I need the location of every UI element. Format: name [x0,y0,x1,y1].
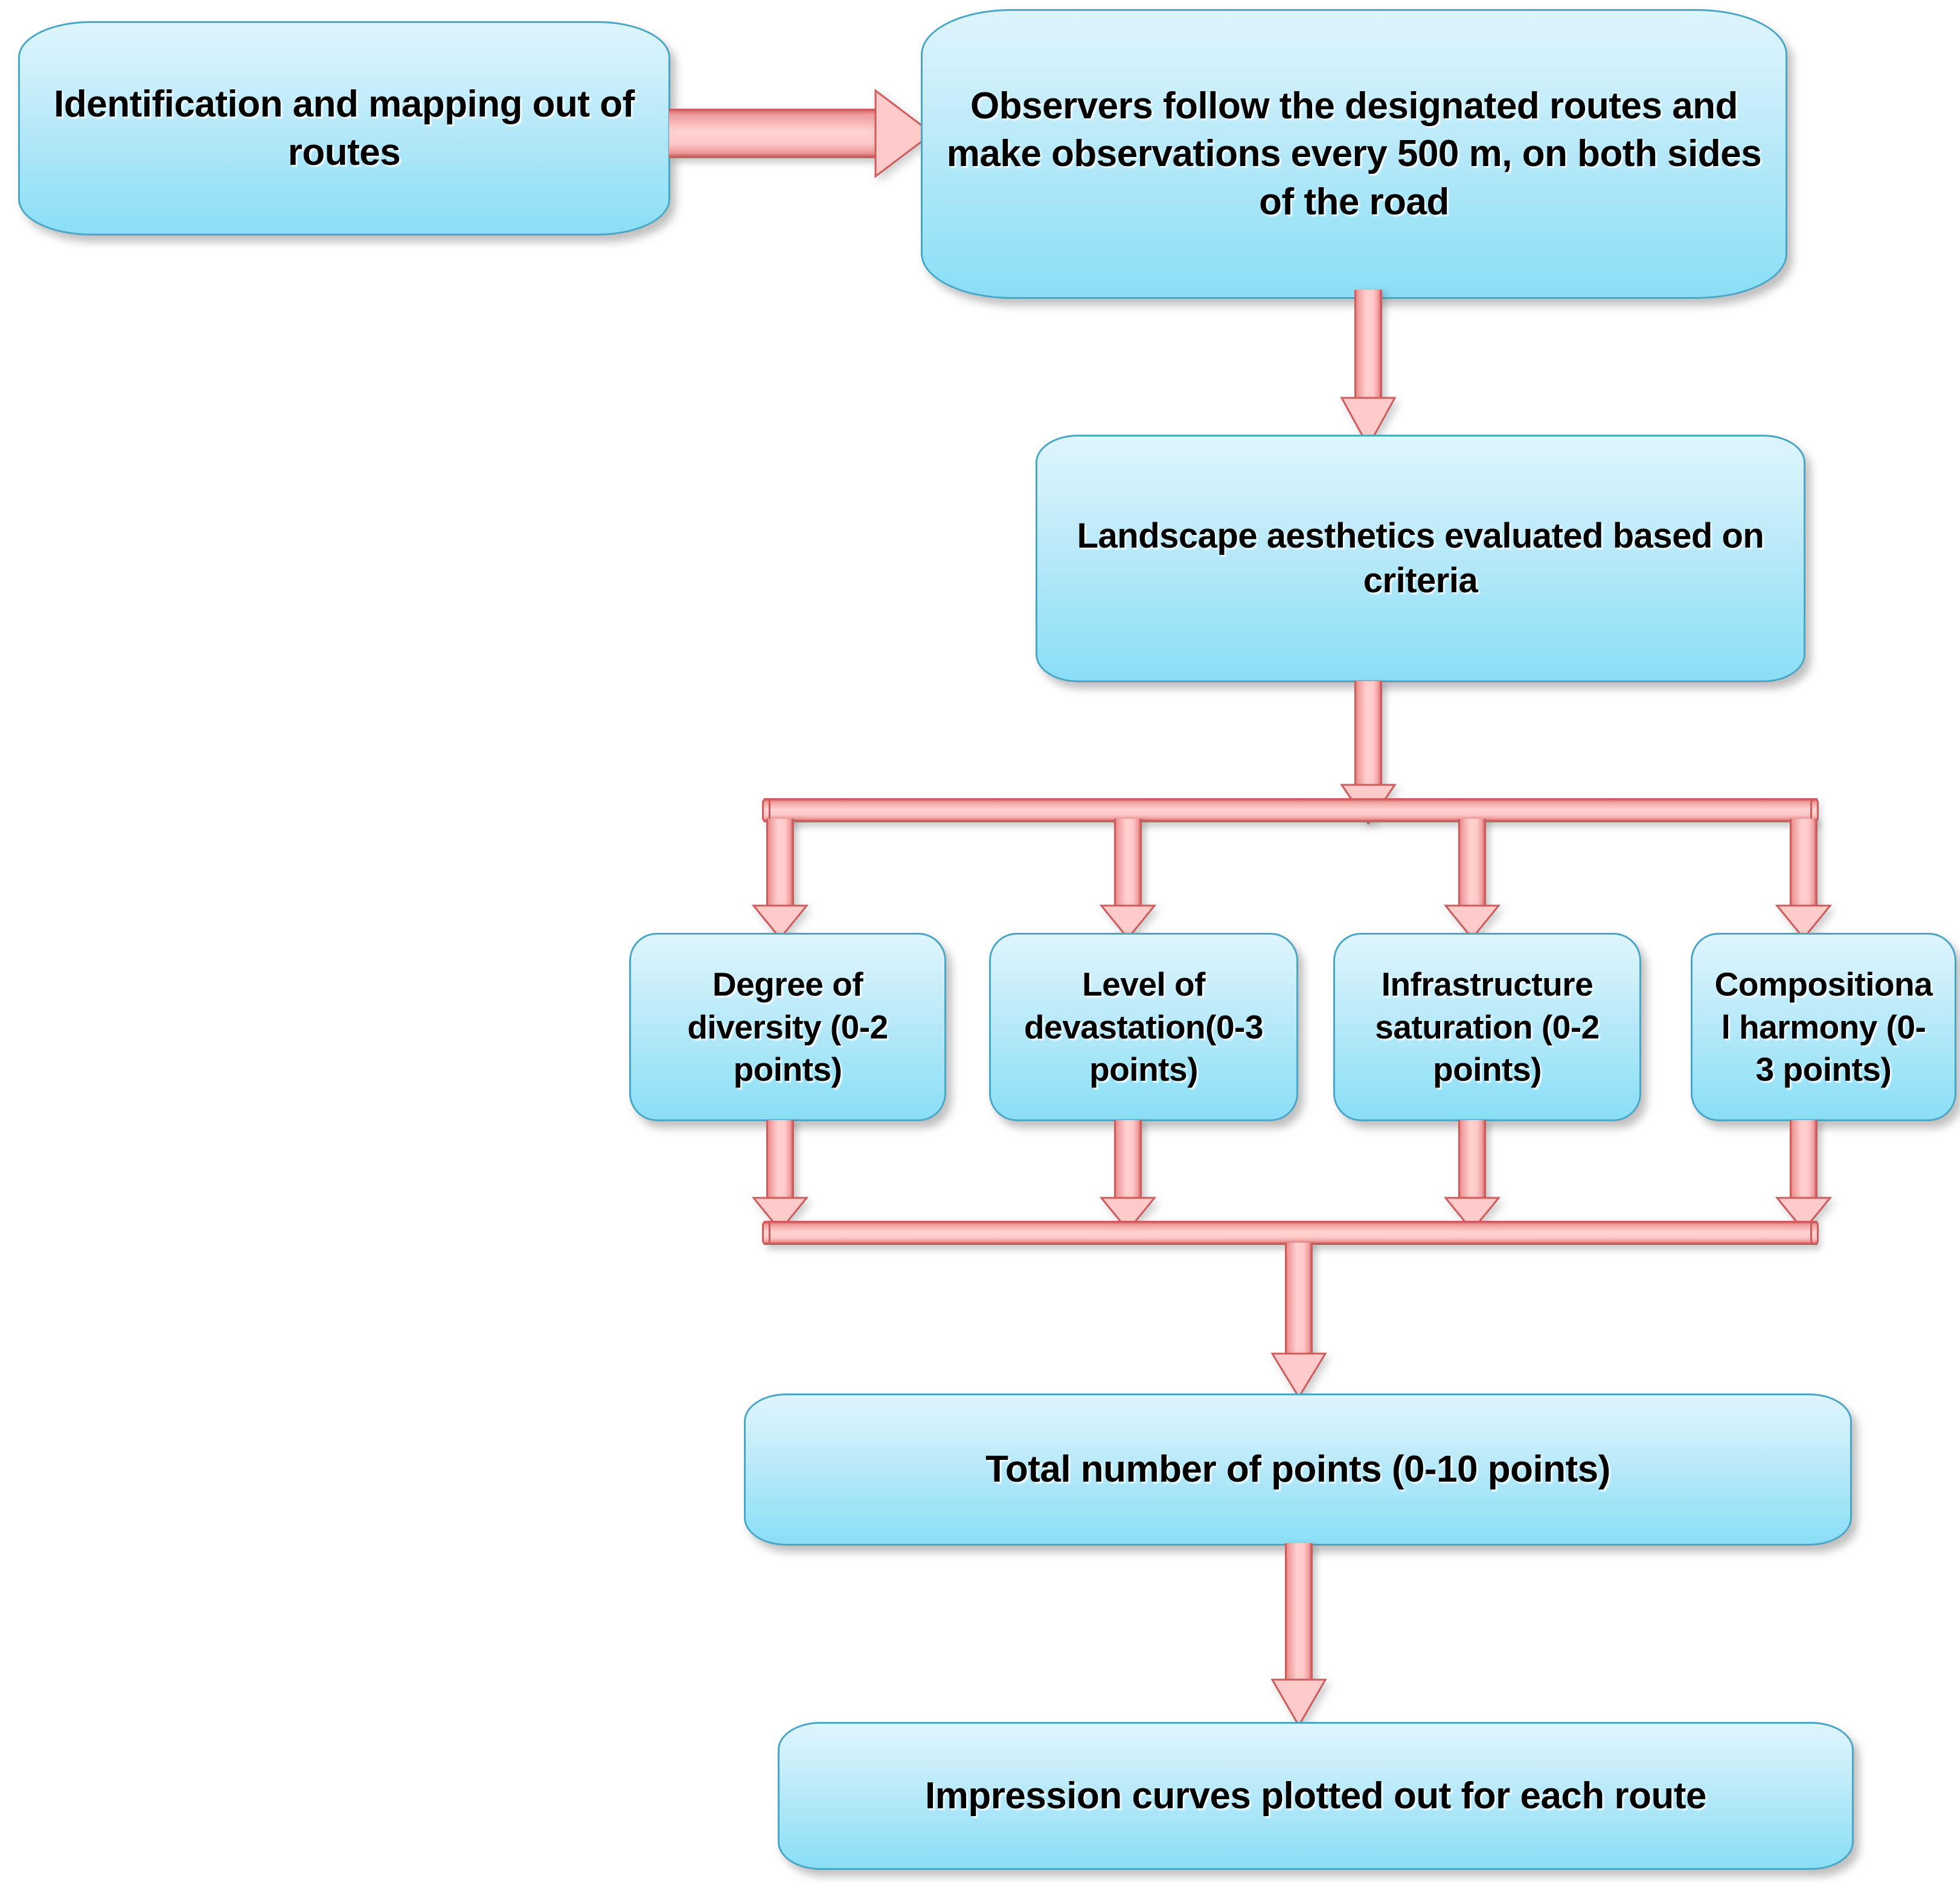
node-landscape-aesthetics[interactable]: Landscape aesthetics evaluated based on … [1036,435,1805,682]
edge-n1-n2-arrowhead [874,86,935,181]
edge-n3-c3-shaft [1458,819,1486,909]
edge-n3-c4-arrowhead [1775,903,1833,941]
edge-merge-bar-left-cap [762,1221,770,1245]
edge-merge-bar-right-cap [1810,1221,1819,1245]
node-degree-of-diversity[interactable]: Degree of diversity (0-2 points) [629,933,946,1121]
node-level-of-devastation[interactable]: Level of devastation(0-3 points) [989,933,1298,1121]
edge-c4-merge-arrowhead [1775,1195,1833,1233]
edge-n3-c2-arrowhead [1099,903,1157,941]
edge-c2-merge-arrowhead [1099,1195,1157,1233]
node-compositional-harmony[interactable]: Compositiona l harmony (0- 3 points) [1691,933,1956,1121]
edge-n3-c1-arrowhead [751,903,809,941]
edge-c2-merge-shaft [1114,1120,1142,1201]
edge-n2-n3-arrowhead [1339,395,1397,449]
node-label: Landscape aesthetics evaluated based on … [1077,516,1764,600]
edge-n3-c4-shaft [1790,819,1817,909]
edge-split-bar [764,798,1817,822]
node-label: Total number of points (0-10 points) [985,1448,1610,1491]
node-identification-mapping[interactable]: Identification and mapping out of routes [18,21,670,235]
edge-n4-n5-shaft [1285,1543,1313,1683]
node-label: Identification and mapping out of routes [54,83,635,173]
edge-c1-merge-shaft [766,1120,794,1201]
node-label: Degree of diversity (0-2 points) [687,965,888,1089]
edge-n2-n3-shaft [1354,290,1382,402]
node-label: Infrastructure saturation (0-2 points) [1375,965,1600,1089]
node-label: Observers follow the designated routes a… [946,85,1762,223]
node-infrastructure-saturation[interactable]: Infrastructure saturation (0-2 points) [1333,933,1641,1121]
edge-merge-trunk-shaft [1285,1243,1313,1357]
edge-n3-c3-arrowhead [1443,903,1501,941]
edge-n3-c1-shaft [766,819,794,909]
node-label: Impression curves plotted out for each r… [924,1774,1707,1817]
edge-merge-trunk-arrowhead [1270,1351,1328,1400]
edge-n1-n2-shaft [669,109,880,158]
edge-c4-merge-shaft [1790,1120,1817,1201]
edge-c3-merge-arrowhead [1443,1195,1501,1233]
edge-split-trunk-shaft [1354,681,1382,790]
edge-n3-c2-shaft [1114,819,1142,909]
node-impression-curves[interactable]: Impression curves plotted out for each r… [778,1722,1854,1870]
edge-c3-merge-shaft [1458,1120,1486,1201]
node-label: Level of devastation(0-3 points) [1024,965,1263,1089]
edge-c1-merge-arrowhead [751,1195,809,1233]
node-label: Compositiona l harmony (0- 3 points) [1714,965,1933,1089]
edge-n4-n5-arrowhead [1270,1677,1328,1728]
edge-merge-bar [764,1221,1817,1245]
node-total-points[interactable]: Total number of points (0-10 points) [744,1393,1852,1546]
node-observers-routes[interactable]: Observers follow the designated routes a… [921,9,1787,299]
